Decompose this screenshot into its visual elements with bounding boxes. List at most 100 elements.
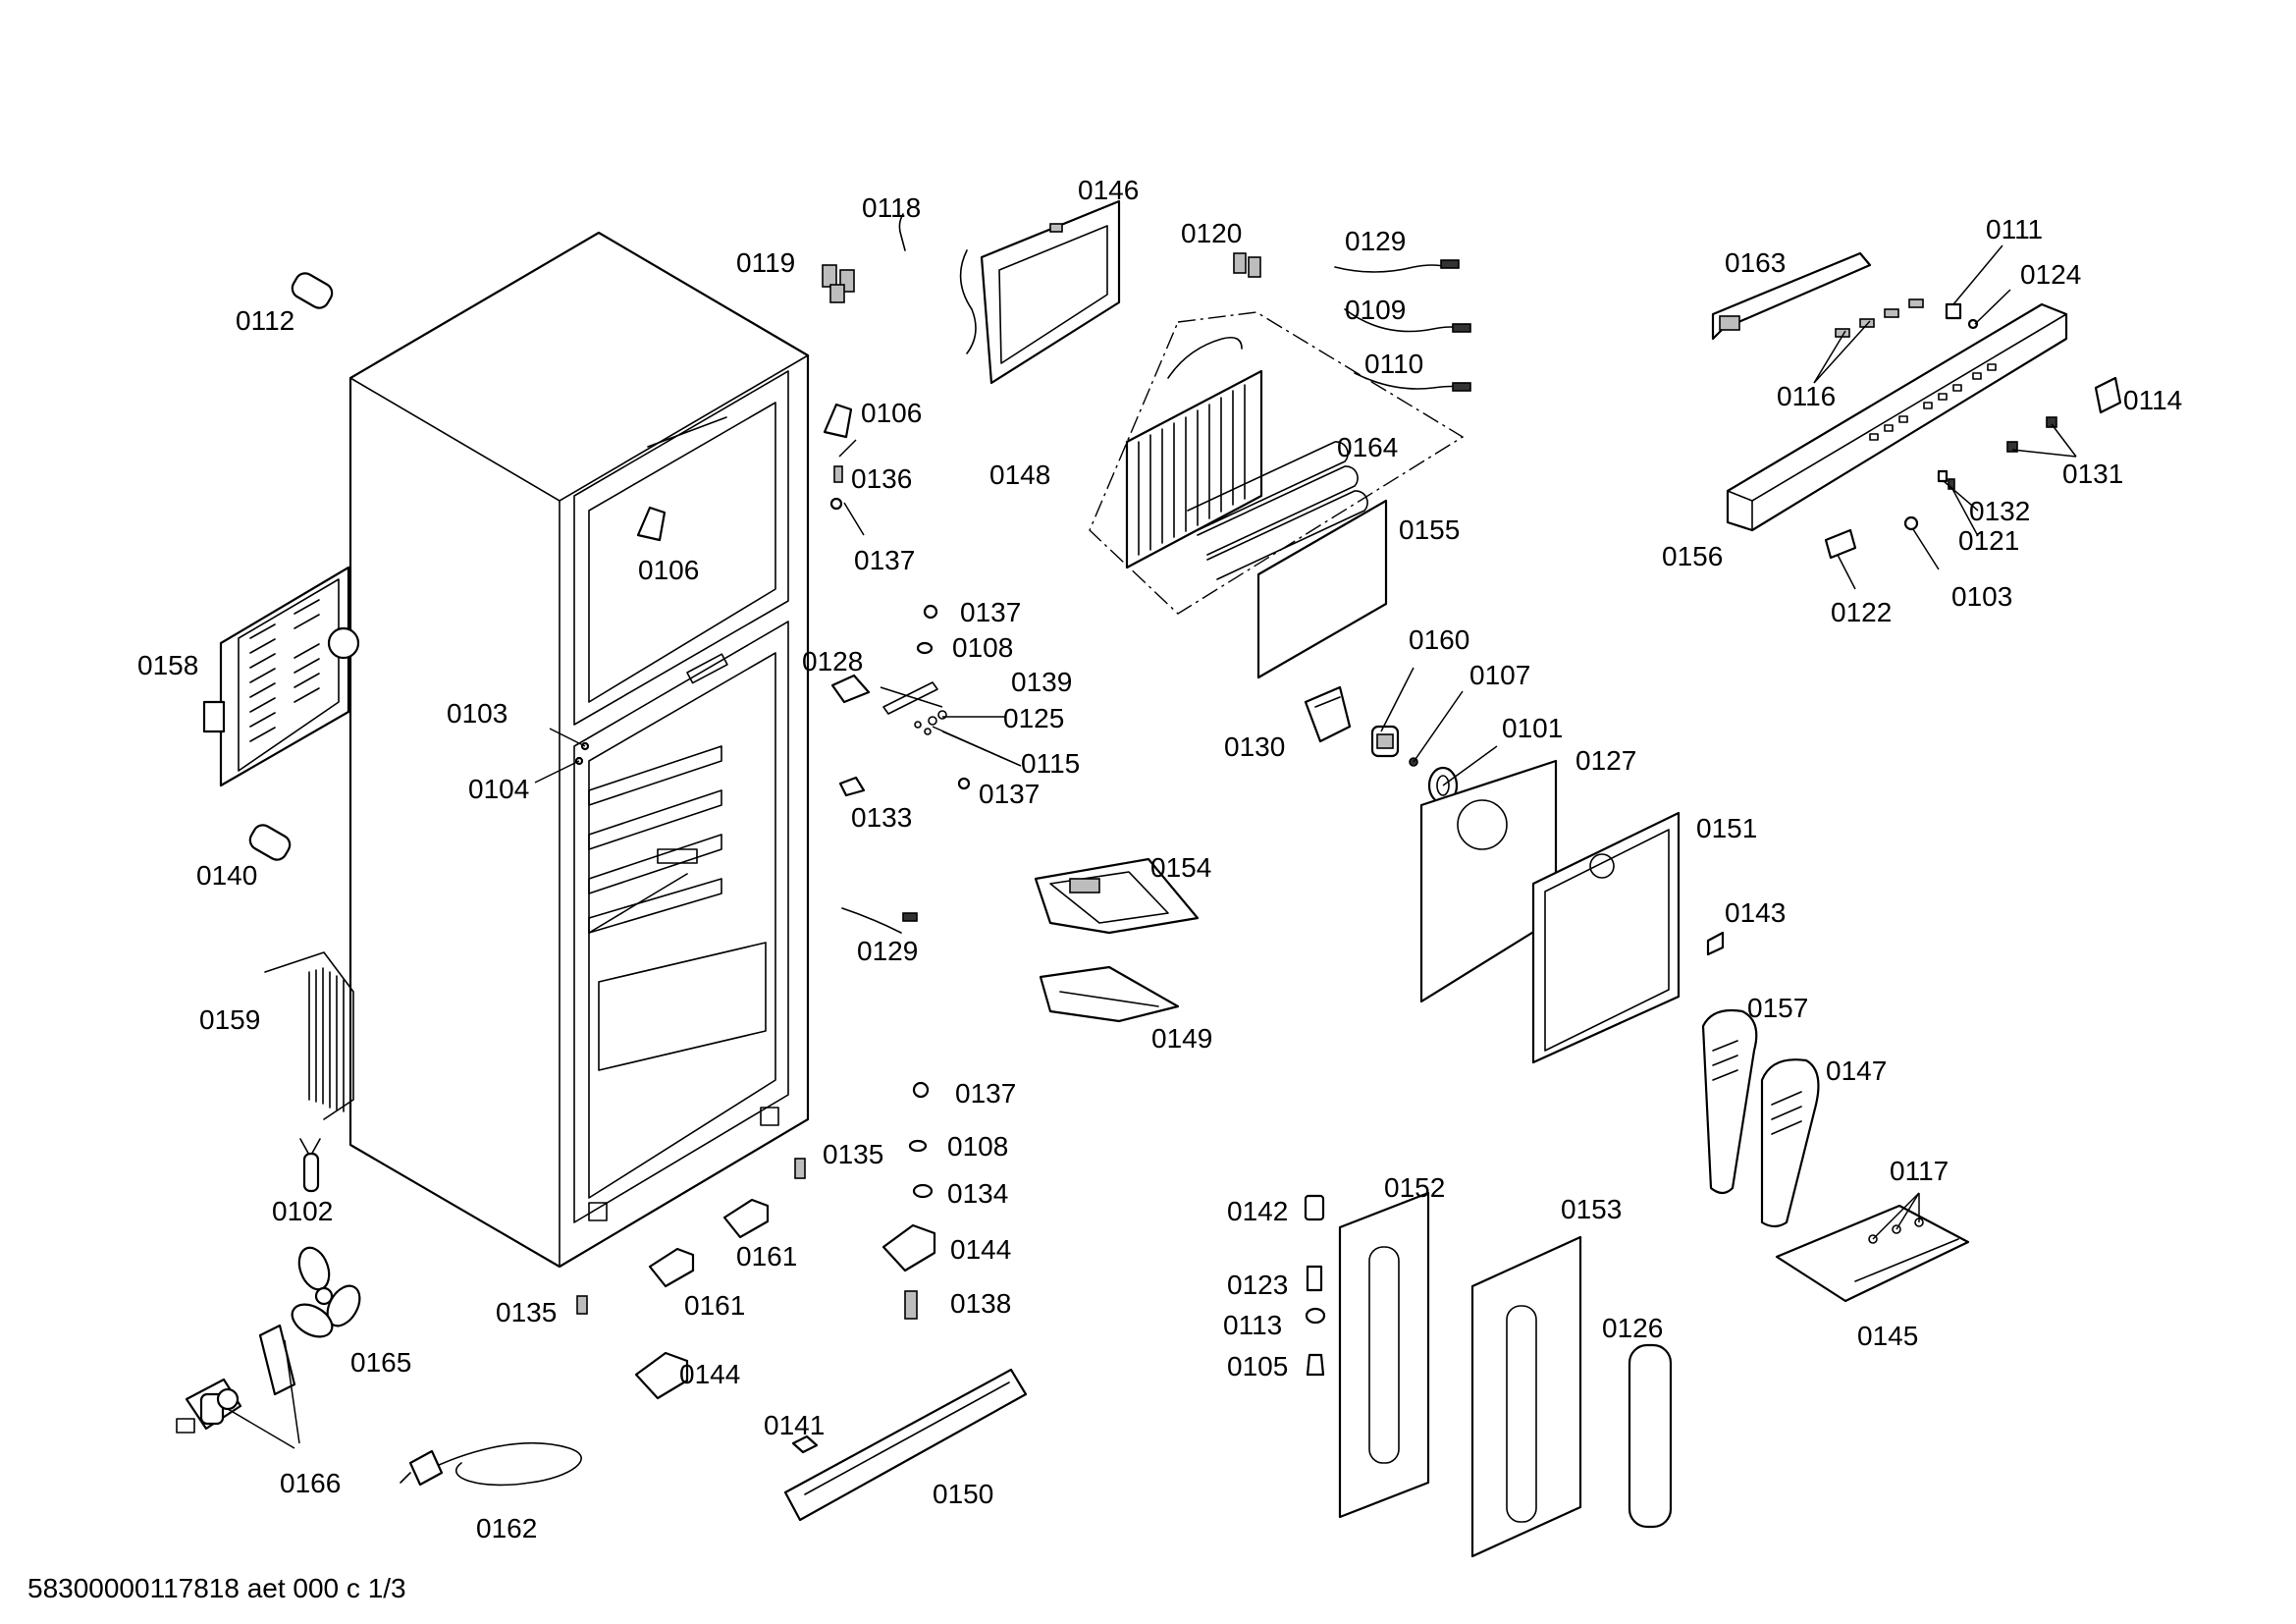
part-label: 0137 <box>955 1078 1017 1109</box>
part-0111 <box>1945 302 1962 320</box>
part-label: 0153 <box>1561 1194 1623 1224</box>
part-0152 <box>1338 1191 1430 1519</box>
part-label: 0117 <box>1890 1156 1949 1186</box>
part-0131 <box>2006 416 2057 453</box>
part-label: 0164 <box>1337 432 1399 462</box>
part-label: 0124 <box>2020 259 2082 290</box>
part-0154 <box>1034 857 1200 935</box>
part-0138 <box>904 1290 918 1320</box>
part-0159 <box>264 951 354 1120</box>
part-label: 0158 <box>137 650 199 680</box>
part-0144-a <box>881 1223 936 1272</box>
part-label: 0101 <box>1502 713 1564 743</box>
part-0165 <box>291 1246 361 1338</box>
part-label: 0155 <box>1399 514 1461 545</box>
part-0120 <box>1233 252 1261 278</box>
part-0160 <box>1370 725 1400 758</box>
part-label: 0157 <box>1747 993 1809 1023</box>
cabinet-body <box>348 231 810 1269</box>
part-label: 0122 <box>1831 597 1893 627</box>
part-label: 0129 <box>1345 226 1407 256</box>
part-label: 0108 <box>952 632 1014 663</box>
part-label: 0120 <box>1181 218 1243 248</box>
part-0125 <box>928 710 947 726</box>
part-label: 0166 <box>280 1468 342 1498</box>
part-label: 0137 <box>854 545 916 575</box>
part-0147 <box>1760 1058 1820 1228</box>
part-0110 <box>1354 372 1471 392</box>
part-label: 0118 <box>862 192 922 223</box>
part-label: 0141 <box>764 1410 826 1440</box>
part-label: 0149 <box>1151 1023 1213 1054</box>
part-0114 <box>2094 376 2122 414</box>
part-0137-c <box>957 777 971 790</box>
part-label: 0137 <box>979 779 1041 809</box>
part-label: 0160 <box>1409 624 1470 655</box>
part-label: 0136 <box>851 463 913 494</box>
part-0126 <box>1628 1343 1673 1529</box>
part-0163 <box>1711 251 1872 341</box>
part-label: 0135 <box>496 1297 558 1327</box>
part-0149 <box>1039 965 1180 1023</box>
part-label: 0121 <box>1958 525 2020 556</box>
part-label: 0159 <box>199 1004 261 1035</box>
part-label: 0161 <box>736 1241 798 1272</box>
part-label: 0137 <box>960 597 1022 627</box>
part-label: 0103 <box>447 698 508 729</box>
part-label: 0156 <box>1662 541 1724 571</box>
part-0106-lower <box>636 506 667 542</box>
part-label: 0146 <box>1078 175 1140 205</box>
part-label: 0114 <box>2123 385 2183 415</box>
part-0129-wire-top <box>1334 259 1460 273</box>
part-0151 <box>1531 811 1681 1064</box>
part-0123 <box>1306 1265 1323 1292</box>
part-label: 0108 <box>947 1131 1009 1162</box>
part-label: 0111 <box>1986 214 2044 244</box>
part-0136 <box>833 465 843 483</box>
part-label: 0139 <box>1011 667 1073 697</box>
part-0113 <box>1305 1307 1326 1325</box>
part-label: 0144 <box>679 1359 741 1389</box>
part-0119 <box>822 264 855 303</box>
part-label: 0105 <box>1227 1351 1289 1381</box>
part-0153 <box>1470 1235 1582 1558</box>
part-label: 0144 <box>950 1234 1012 1265</box>
part-0140 <box>248 824 292 861</box>
part-label: 0132 <box>1969 496 2031 526</box>
part-0135-a <box>794 1158 806 1179</box>
part-label: 0133 <box>851 802 913 833</box>
part-label: 0112 <box>236 305 295 336</box>
part-0155 <box>1256 499 1388 679</box>
part-0134 <box>912 1183 934 1199</box>
part-0156 <box>1726 302 2068 532</box>
part-label: 0126 <box>1602 1313 1664 1343</box>
part-0142 <box>1304 1194 1325 1221</box>
part-0118 <box>898 213 906 251</box>
part-0139 <box>882 681 938 715</box>
part-label: 0147 <box>1826 1056 1888 1086</box>
part-0133 <box>838 776 866 797</box>
part-0158 <box>202 566 360 787</box>
part-label: 0154 <box>1150 852 1212 883</box>
part-label: 0107 <box>1469 660 1531 690</box>
part-label: 0103 <box>1951 581 2013 612</box>
part-0103-b <box>1903 515 1919 531</box>
part-0109 <box>1344 308 1471 333</box>
part-label: 0128 <box>802 646 864 677</box>
part-label: 0140 <box>196 860 258 891</box>
part-0166 <box>176 1324 296 1434</box>
part-0129-wire-lower <box>841 907 918 934</box>
part-0128 <box>830 674 871 704</box>
part-0135-b <box>576 1295 588 1315</box>
part-label: 0134 <box>947 1178 1009 1209</box>
part-0145 <box>1775 1204 1970 1303</box>
part-0112 <box>291 272 334 309</box>
part-0137-a <box>829 497 843 511</box>
part-label: 0106 <box>638 555 700 585</box>
part-label: 0138 <box>950 1288 1012 1319</box>
document-id: 58300000117818 aet 000 c 1/3 <box>27 1573 406 1603</box>
part-0108-b <box>908 1139 928 1153</box>
part-0122 <box>1824 528 1857 560</box>
part-label: 0150 <box>933 1479 994 1509</box>
